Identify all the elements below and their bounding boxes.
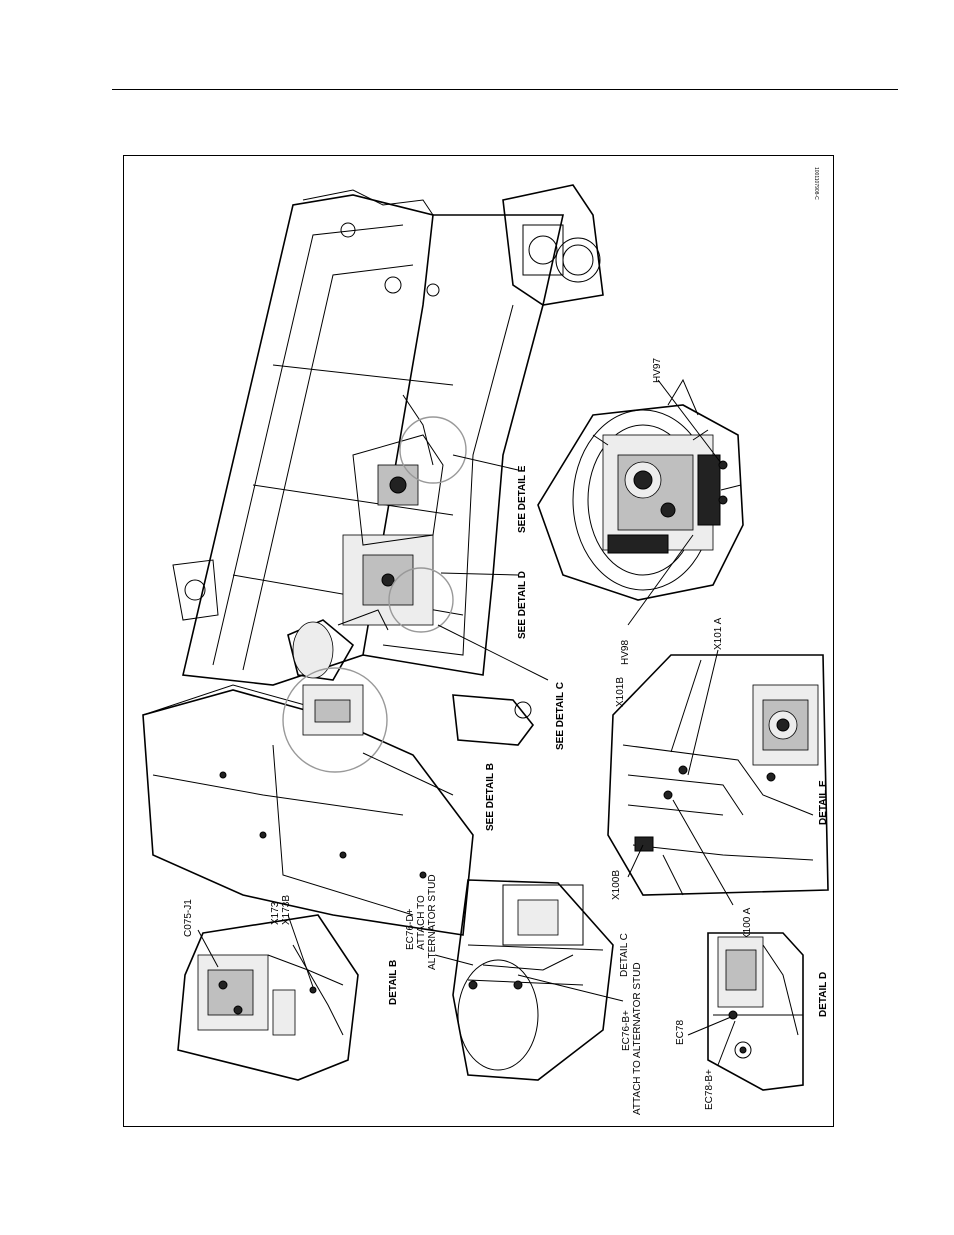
header-rule: [112, 89, 898, 90]
detail-c-title: DETAIL C: [619, 933, 630, 977]
detail-d-title: DETAIL D: [818, 972, 829, 1017]
ec76-b-line1: EC76-B+: [621, 1010, 632, 1051]
see-detail-c-label: SEE DETAIL C: [555, 682, 566, 750]
detail-b-view: [178, 915, 358, 1080]
main-chassis-view: [143, 185, 603, 935]
ec78-label: EC78: [675, 1020, 686, 1045]
see-detail-d-label: SEE DETAIL D: [517, 571, 528, 639]
doc-id: 1001107908-C: [813, 167, 819, 200]
hv97-label: HV97: [652, 358, 663, 383]
x100a-label: X100 A: [742, 907, 753, 940]
ec76-d-line2: ATTACH TO: [416, 895, 427, 950]
ec78-b-label: EC78-B+: [704, 1069, 715, 1110]
x101b-label: X101B: [615, 677, 626, 707]
detail-e-view: [608, 650, 828, 905]
x101a-label: X101 A: [713, 617, 724, 650]
x100b-label: X100B: [611, 870, 622, 900]
x173b-label: X173B: [281, 895, 292, 925]
detail-c-view: [435, 880, 623, 1080]
ec76-d-line3: ALTERNATOR STUD: [427, 874, 438, 970]
detail-e-title: DETAIL E: [818, 780, 829, 825]
ec76-d-line1: EC76-D+: [405, 908, 416, 950]
hv98-label: HV98: [620, 640, 631, 665]
pump-detail-view: [538, 380, 743, 625]
see-detail-b-label: SEE DETAIL B: [485, 763, 496, 831]
detail-b-title: DETAIL B: [388, 960, 399, 1005]
detail-d-view: [688, 933, 803, 1090]
see-detail-e-label: SEE DETAIL E: [517, 465, 528, 533]
x173-label: X173: [270, 901, 281, 925]
ec76-b-line2: ATTACH TO ALTERNATOR STUD: [632, 962, 643, 1115]
wiring-diagram: 1001107908-C: [123, 155, 834, 1127]
c075-j1-label: C075-J1: [183, 899, 194, 937]
